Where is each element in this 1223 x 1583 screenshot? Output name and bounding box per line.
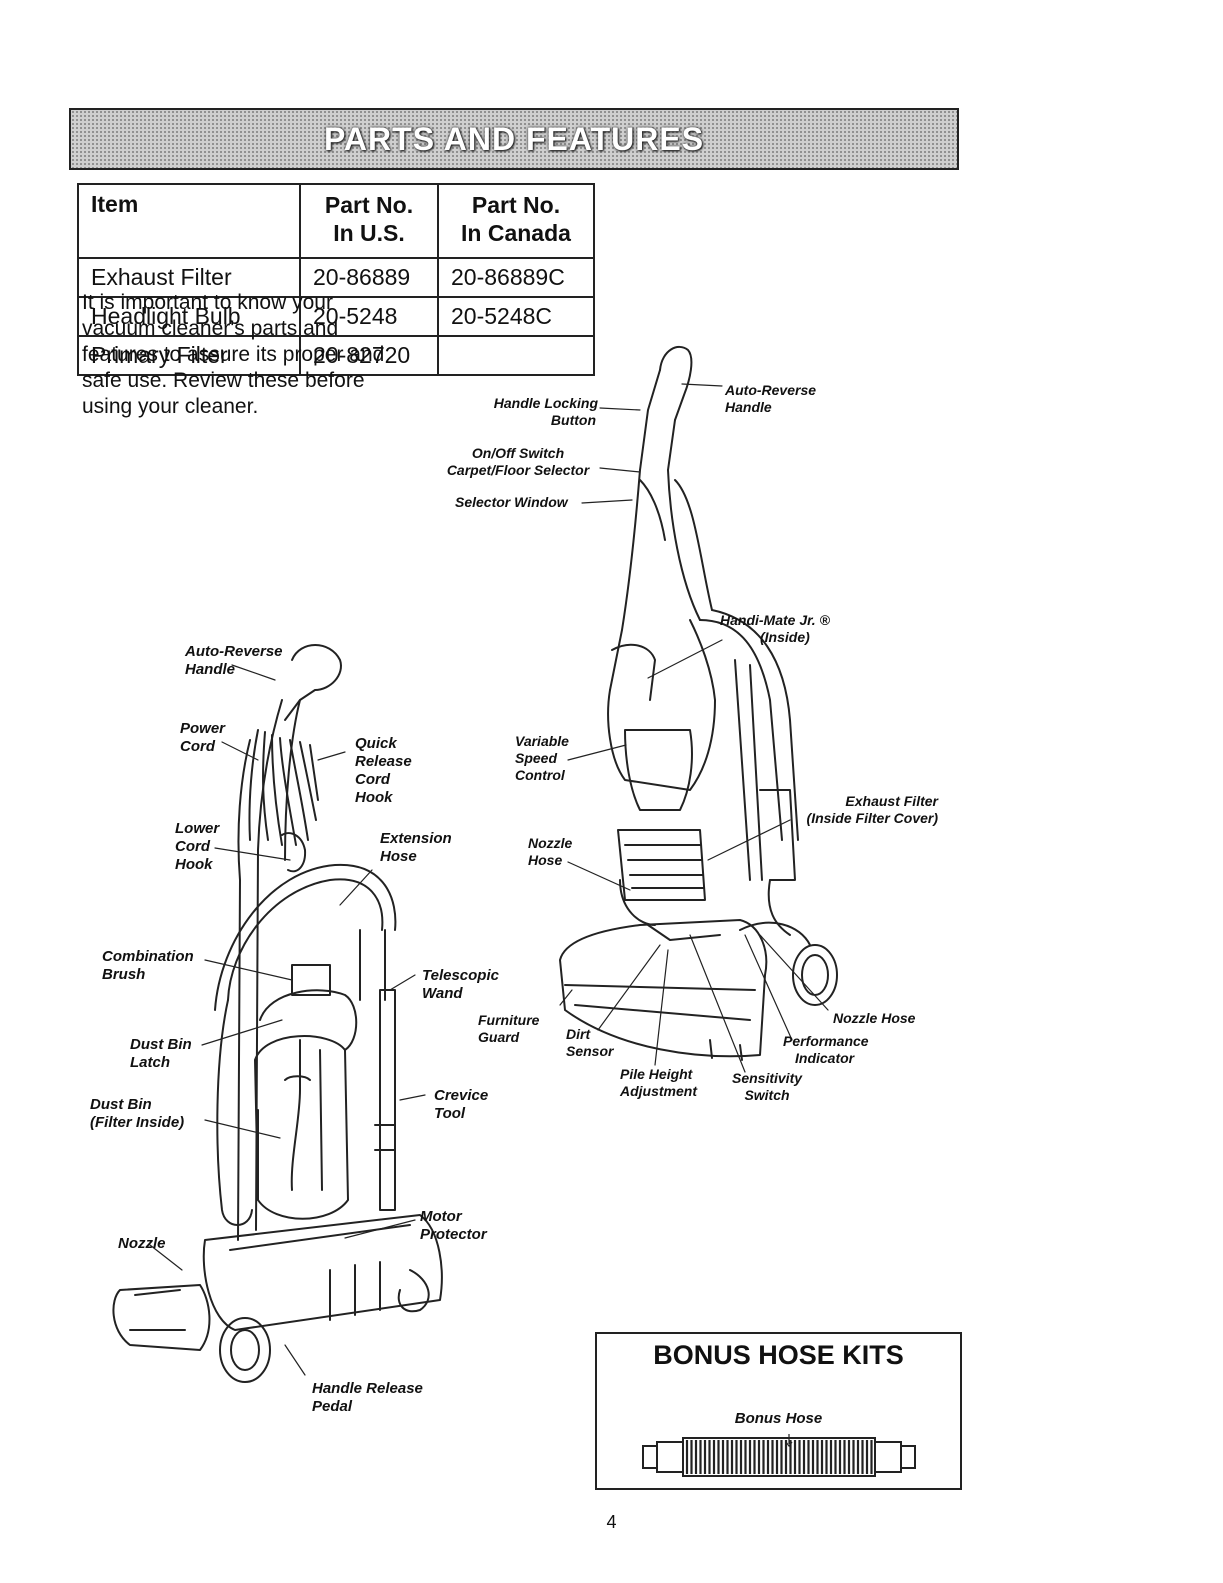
label-dust-bin: Dust Bin(Filter Inside) [90, 1096, 185, 1131]
header-part-us: Part No. In U.S. [299, 183, 439, 259]
table-row: Headlight Bulb 20-5248 20-5248C [77, 296, 595, 337]
header-item: Item [77, 183, 301, 259]
label-nozzle: Nozzle [118, 1235, 166, 1252]
cell-part-us: 20-86889 [299, 257, 439, 298]
label-handi-mate: Handi-Mate Jr. ®(Inside) [720, 612, 830, 645]
right-vacuum-drawing [559, 345, 838, 1061]
cell-part-canada: 20-86889C [437, 257, 595, 298]
bonus-hose-drawing [642, 1434, 916, 1477]
page-number: 4 [606, 1512, 617, 1532]
cell-item: Headlight Bulb [77, 296, 301, 337]
banner-title: PARTS AND FEATURES [323, 120, 705, 157]
cell-part-canada: 20-5248C [437, 296, 595, 337]
table-header-row: Item Part No. In U.S. Part No. In Canada [77, 183, 595, 259]
intro-text: It is important to know your vacuum clea… [82, 291, 385, 418]
table-row: Primary Filter 20-82720 [77, 335, 595, 376]
bonus-title: BONUS HOSE KITS [653, 1340, 904, 1370]
label-exhaust-filter: Exhaust Filter(Inside Filter Cover) [806, 793, 938, 826]
cell-item: Exhaust Filter [77, 257, 301, 298]
table-row: Exhaust Filter 20-86889 20-86889C [77, 257, 595, 298]
header-part-canada: Part No. In Canada [437, 183, 595, 259]
section-banner: PARTS AND FEATURES [69, 108, 959, 170]
cell-part-us: 20-5248 [299, 296, 439, 337]
label-selector-window: Selector Window [455, 494, 568, 510]
parts-table: Item Part No. In U.S. Part No. In Canada… [77, 183, 595, 376]
cell-part-canada [437, 335, 595, 376]
cell-item: Primary Filter [77, 335, 301, 376]
label-nozzle-hose-right: Nozzle Hose [833, 1010, 916, 1026]
bonus-hose-kits-box: BONUS HOSE KITS Bonus Hose [595, 1332, 962, 1490]
cell-part-us: 20-82720 [299, 335, 439, 376]
bonus-hose-label: Bonus Hose [734, 1410, 823, 1427]
